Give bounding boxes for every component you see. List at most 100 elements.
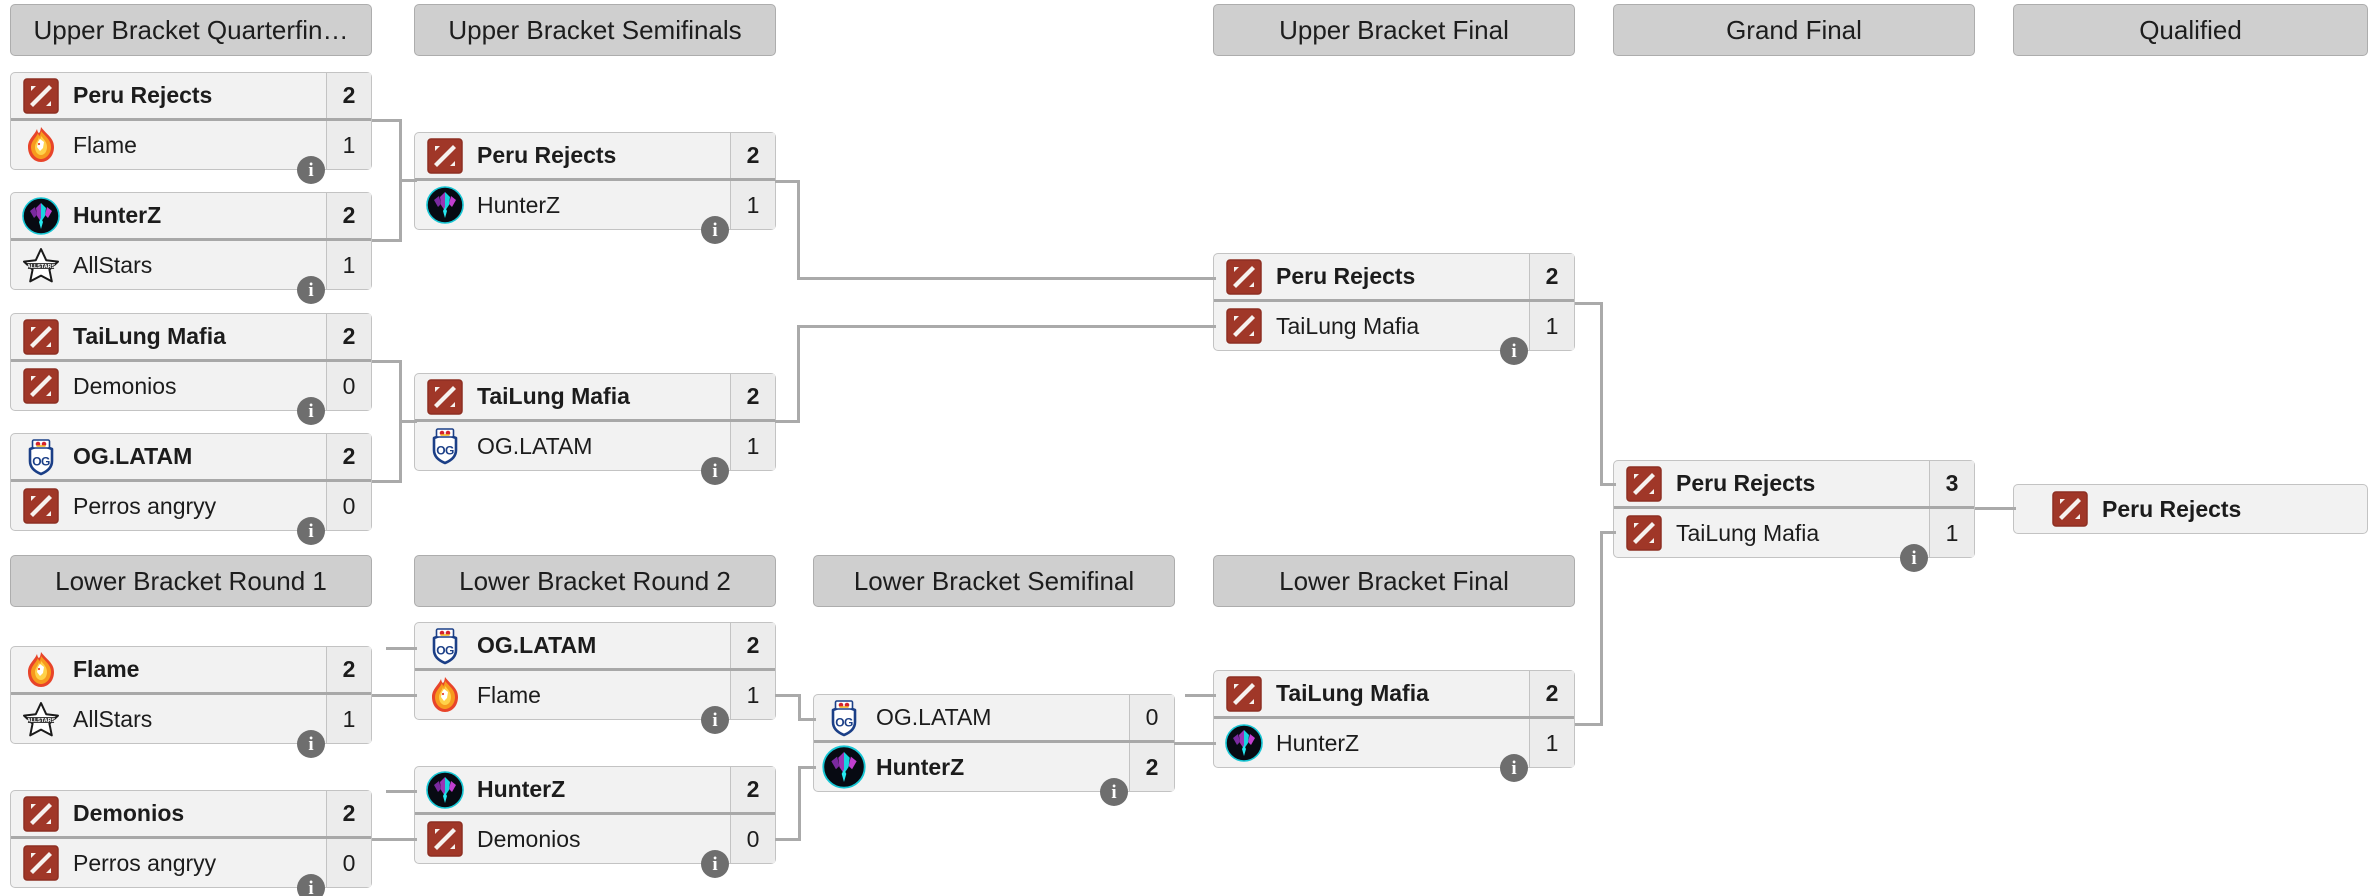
round-header-upper-bracket-final[interactable]: Upper Bracket Final xyxy=(1213,4,1575,56)
match-info-icon[interactable]: i xyxy=(701,216,729,244)
team-row-winner[interactable]: HunterZ 2 xyxy=(11,193,371,241)
dota-default-icon xyxy=(21,366,61,406)
round-header-grand-final[interactable]: Grand Final xyxy=(1613,4,1975,56)
round-header-lower-bracket-round-1[interactable]: Lower Bracket Round 1 xyxy=(10,555,372,607)
team-row-winner[interactable]: Flame 2 xyxy=(11,647,371,695)
team-name: Demonios xyxy=(477,825,581,852)
match-card-ubqf4[interactable]: OG.LATAM 2 Perros angryy 0 i xyxy=(10,433,372,545)
team-name: HunterZ xyxy=(1276,729,1360,756)
match-card-upper-bracket-final[interactable]: Peru Rejects 2 TaiLung Mafia 1 i xyxy=(1213,253,1575,365)
match-info-icon[interactable]: i xyxy=(1500,337,1528,365)
team-row-loser[interactable]: Flame 1 xyxy=(415,671,775,719)
team-row-loser[interactable]: HunterZ 1 xyxy=(415,181,775,229)
team-row-loser[interactable]: Demonios 0 xyxy=(11,362,371,410)
team-row-winner[interactable]: Peru Rejects 3 xyxy=(1614,461,1974,509)
dota-default-icon xyxy=(425,377,465,417)
match-info-icon[interactable]: i xyxy=(297,156,325,184)
round-header-label: Qualified xyxy=(2139,14,2242,45)
match-info-icon[interactable]: i xyxy=(701,457,729,485)
connector xyxy=(399,179,417,182)
team-row-loser[interactable]: Perros angryy 0 xyxy=(11,839,371,887)
match-card-grand-final[interactable]: Peru Rejects 3 TaiLung Mafia 1 i xyxy=(1613,460,1975,572)
team-row-loser[interactable]: Demonios 0 xyxy=(415,815,775,863)
team-name: OG.LATAM xyxy=(876,704,992,730)
team-row-loser[interactable]: Perros angryy 0 xyxy=(11,482,371,530)
team-name: TaiLung Mafia xyxy=(477,383,630,409)
team-row-loser[interactable]: OG.LATAM 1 xyxy=(415,422,775,470)
team-name: Peru Rejects xyxy=(477,142,617,168)
round-header-lower-bracket-semifinal[interactable]: Lower Bracket Semifinal xyxy=(813,555,1175,607)
match-card-ubsf1[interactable]: Peru Rejects 2 HunterZ 1 i xyxy=(414,132,776,244)
connector xyxy=(399,420,417,423)
match-info-icon[interactable]: i xyxy=(701,850,729,878)
team-row-winner[interactable]: Peru Rejects 2 xyxy=(415,133,775,181)
match-info-icon[interactable]: i xyxy=(1900,544,1928,572)
connector xyxy=(798,718,816,721)
dota-default-icon xyxy=(1624,513,1664,553)
team-name: Peru Rejects xyxy=(73,82,213,108)
team-score: 1 xyxy=(326,121,371,169)
match-info-icon[interactable]: i xyxy=(297,730,325,758)
team-row-loser[interactable]: AllStars 1 xyxy=(11,241,371,289)
round-header-lower-bracket-final[interactable]: Lower Bracket Final xyxy=(1213,555,1575,607)
team-row-winner[interactable]: OG.LATAM 2 xyxy=(11,434,371,482)
team-score: 3 xyxy=(1929,461,1974,506)
team-row-winner[interactable]: Peru Rejects 2 xyxy=(11,73,371,121)
team-row-loser[interactable]: OG.LATAM 0 xyxy=(814,695,1174,743)
connector xyxy=(372,480,402,483)
match-card-lbr2a[interactable]: OG.LATAM 2 Flame 1 i xyxy=(414,622,776,734)
match-card-lower-bracket-semifinal[interactable]: OG.LATAM 0 HunterZ 2 i xyxy=(813,694,1175,806)
match-card-lbr1a[interactable]: Flame 2 AllStars 1 i xyxy=(10,646,372,758)
match-info-icon[interactable]: i xyxy=(297,397,325,425)
team-row-winner[interactable]: TaiLung Mafia 2 xyxy=(1214,671,1574,719)
team-row-winner[interactable]: Peru Rejects 2 xyxy=(1214,254,1574,302)
team-row-winner[interactable]: HunterZ 2 xyxy=(814,743,1174,791)
team-row-winner[interactable]: TaiLung Mafia 2 xyxy=(415,374,775,422)
match-info-icon[interactable]: i xyxy=(701,706,729,734)
team-score: 0 xyxy=(730,815,775,863)
team-row-qualified[interactable]: Peru Rejects xyxy=(2014,485,2367,533)
flame-icon xyxy=(21,650,61,690)
team-row-loser[interactable]: HunterZ 1 xyxy=(1214,719,1574,767)
match-card-lower-bracket-final[interactable]: TaiLung Mafia 2 HunterZ 1 i xyxy=(1213,670,1575,782)
match-info-icon[interactable]: i xyxy=(297,517,325,545)
team-score: 1 xyxy=(1529,302,1574,350)
round-header-lower-bracket-round-2[interactable]: Lower Bracket Round 2 xyxy=(414,555,776,607)
dota-default-icon xyxy=(2050,489,2090,529)
team-name: OG.LATAM xyxy=(477,432,593,459)
team-score: 2 xyxy=(730,623,775,668)
match-info-icon[interactable]: i xyxy=(1100,778,1128,806)
round-header-qualified[interactable]: Qualified xyxy=(2013,4,2368,56)
team-score: 1 xyxy=(1929,509,1974,557)
dota-default-icon xyxy=(1224,257,1264,297)
team-score: 0 xyxy=(326,362,371,410)
round-header-label: Upper Bracket Final xyxy=(1279,14,1509,45)
match-card-ubqf3[interactable]: TaiLung Mafia 2 Demonios 0 i xyxy=(10,313,372,425)
team-row-loser[interactable]: AllStars 1 xyxy=(11,695,371,743)
team-name: TaiLung Mafia xyxy=(1676,519,1820,546)
team-row-winner[interactable]: OG.LATAM 2 xyxy=(415,623,775,671)
connector xyxy=(386,790,417,793)
team-row-winner[interactable]: HunterZ 2 xyxy=(415,767,775,815)
match-info-icon[interactable]: i xyxy=(297,276,325,304)
match-info-icon[interactable]: i xyxy=(297,874,325,896)
team-row-loser[interactable]: TaiLung Mafia 1 xyxy=(1214,302,1574,350)
match-card-lbr2b[interactable]: HunterZ 2 Demonios 0 i xyxy=(414,766,776,878)
dota-default-icon xyxy=(21,76,61,116)
connector xyxy=(775,694,801,697)
match-card-ubqf1[interactable]: Peru Rejects 2 Flame 1 i xyxy=(10,72,372,184)
connector xyxy=(797,325,800,423)
match-card-ubsf2[interactable]: TaiLung Mafia 2 OG.LATAM 1 i xyxy=(414,373,776,485)
team-row-winner[interactable]: TaiLung Mafia 2 xyxy=(11,314,371,362)
team-row-winner[interactable]: Demonios 2 xyxy=(11,791,371,839)
match-card-qualified[interactable]: Peru Rejects xyxy=(2013,484,2368,534)
match-info-icon[interactable]: i xyxy=(1500,754,1528,782)
team-row-loser[interactable]: Flame 1 xyxy=(11,121,371,169)
team-name: Flame xyxy=(73,131,137,158)
team-row-loser[interactable]: TaiLung Mafia 1 xyxy=(1614,509,1974,557)
team-score: 1 xyxy=(730,422,775,470)
match-card-ubqf2[interactable]: HunterZ 2 AllStars 1 i xyxy=(10,192,372,304)
round-header-upper-bracket-quarterfinals[interactable]: Upper Bracket Quarterfin… xyxy=(10,4,372,56)
match-card-lbr1b[interactable]: Demonios 2 Perros angryy 0 i xyxy=(10,790,372,896)
round-header-upper-bracket-semifinals[interactable]: Upper Bracket Semifinals xyxy=(414,4,776,56)
